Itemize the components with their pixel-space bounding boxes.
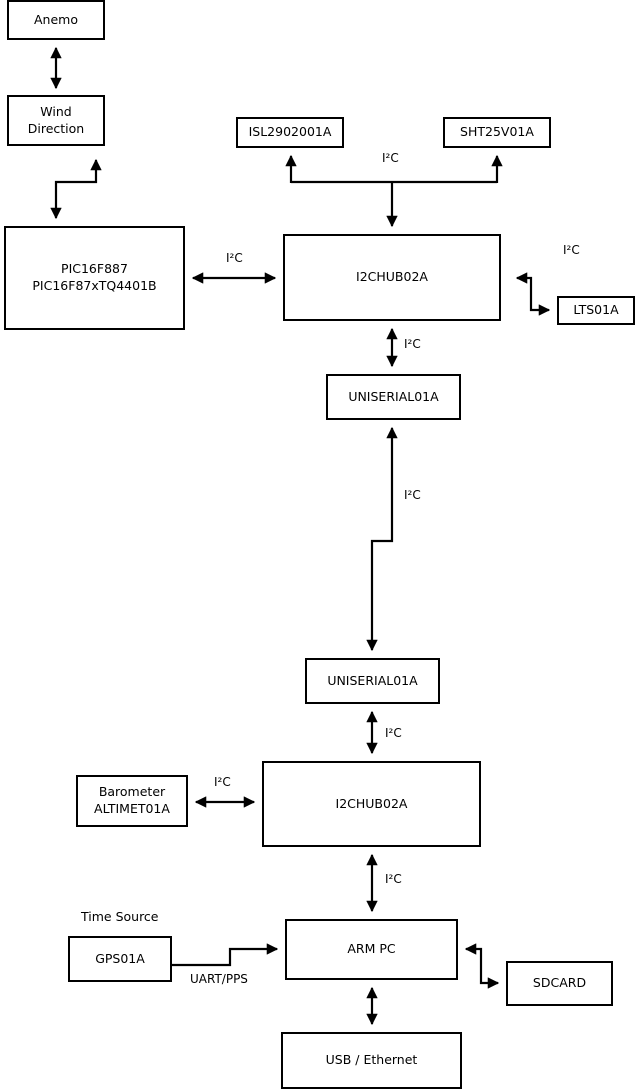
node-gps01a[interactable]: GPS01A [68, 936, 172, 982]
edge-label-uart-pps: UART/PPS [190, 972, 248, 986]
edge-label-i2c-pic-hub: I²C [226, 251, 243, 265]
edge-armpc-sdcard [464, 943, 500, 989]
label-time-source: Time Source [81, 909, 159, 924]
edge-label-i2c-uniserial2-hub2: I²C [385, 726, 402, 740]
edge-label-i2c-hub-lts: I²C [563, 243, 580, 257]
edge-label-i2c-uniserial1-uniserial2: I²C [404, 488, 421, 502]
edge-uniserial1-uniserial2 [366, 426, 398, 652]
node-sht25v01a[interactable]: SHT25V01A [443, 117, 551, 148]
edge-gps-armpc [172, 943, 279, 967]
node-sdcard[interactable]: SDCARD [506, 961, 613, 1006]
node-usb-ethernet[interactable]: USB / Ethernet [281, 1032, 462, 1089]
edge-pic-wind [50, 158, 102, 220]
edge-label-i2c-barometer: I²C [214, 775, 231, 789]
edge-label-i2c-top-sensors: I²C [382, 151, 399, 165]
node-arm-pc[interactable]: ARM PC [285, 919, 458, 980]
edge-label-i2c-hub2-armpc: I²C [385, 872, 402, 886]
node-i2chub02a-top[interactable]: I2CHUB02A [283, 234, 501, 321]
edge-hubtop-lts [515, 272, 551, 316]
node-anemo[interactable]: Anemo [7, 0, 105, 40]
node-barometer-altimet01a[interactable]: Barometer ALTIMET01A [76, 775, 188, 827]
node-pic16f887[interactable]: PIC16F887 PIC16F87xTQ4401B [4, 226, 185, 330]
node-uniserial01a-lower[interactable]: UNISERIAL01A [305, 658, 440, 704]
node-isl2902001a[interactable]: ISL2902001A [236, 117, 344, 148]
node-i2chub02a-bottom[interactable]: I2CHUB02A [262, 761, 481, 847]
edge-label-i2c-hub-uniserial1: I²C [404, 337, 421, 351]
node-uniserial01a-upper[interactable]: UNISERIAL01A [326, 374, 461, 420]
node-lts01a[interactable]: LTS01A [557, 296, 635, 325]
node-wind-direction[interactable]: Wind Direction [7, 95, 105, 146]
